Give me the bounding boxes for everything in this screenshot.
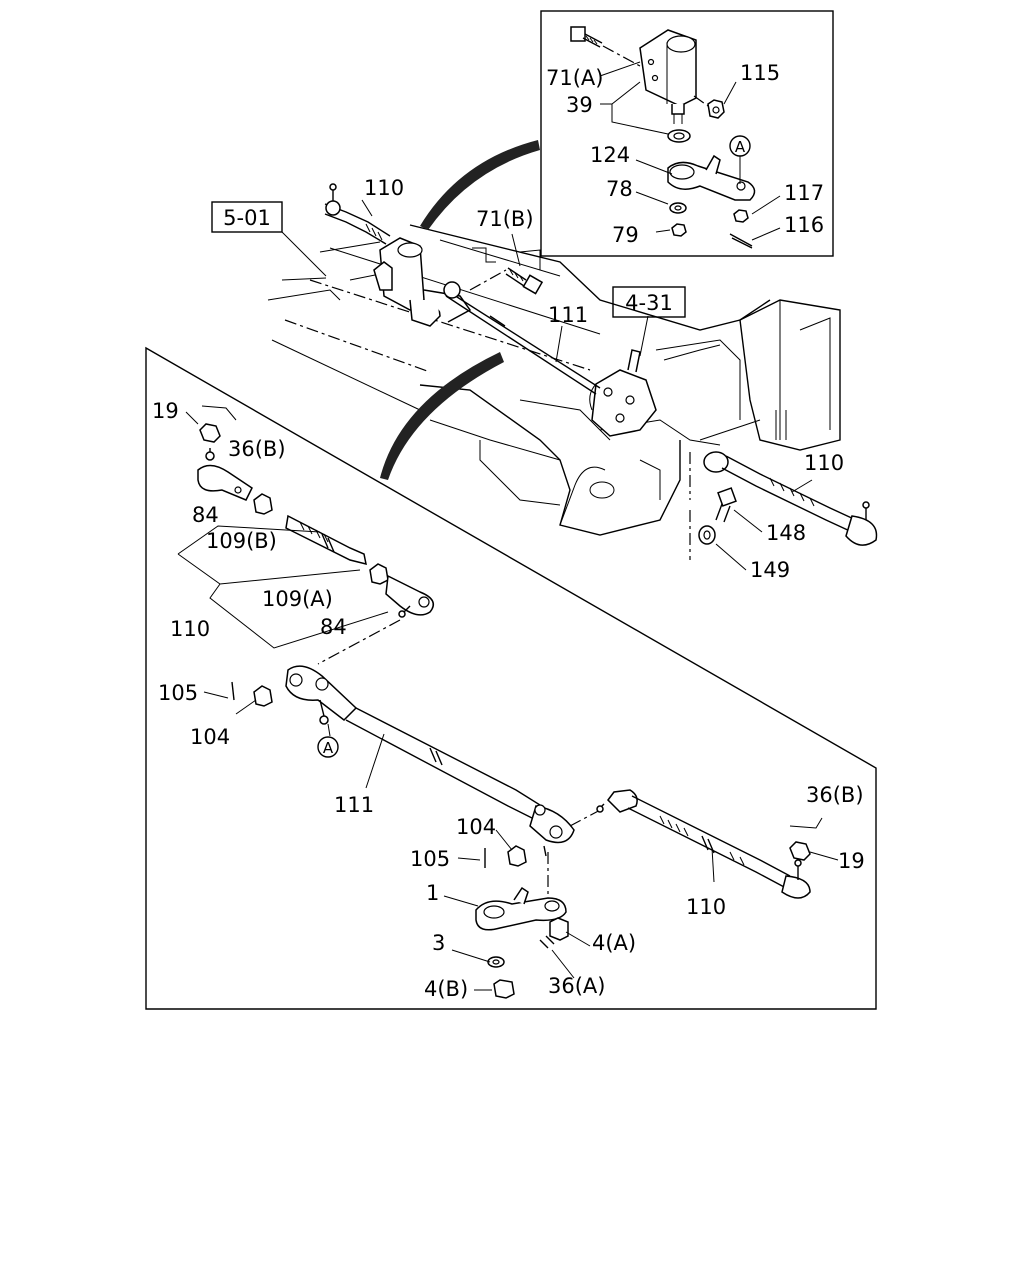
ref-4-31-box: 4-31 — [612, 286, 686, 318]
label-19-left: 19 — [152, 399, 179, 423]
label-71b: 71(B) — [476, 207, 534, 231]
bolt-71b — [469, 267, 544, 295]
drag-link-lower — [285, 665, 575, 857]
label-1: 1 — [426, 881, 439, 905]
label-110-left: 110 — [170, 617, 210, 641]
zoom-arc-middle — [380, 352, 504, 480]
label-115: 115 — [740, 61, 780, 85]
marker-a-inset: A — [729, 135, 751, 157]
inset-panel — [540, 10, 834, 257]
label-36b-left: 36(B) — [228, 437, 286, 461]
ref-5-01-label: 5-01 — [223, 206, 271, 230]
label-4b: 4(B) — [424, 977, 468, 1001]
label-3: 3 — [432, 931, 445, 955]
ref-5-01-box: 5-01 — [211, 201, 283, 233]
label-36b-right: 36(B) — [806, 783, 864, 807]
part-labels: 110 71(B) 111 110 148 149 71(A) 115 39 1… — [152, 61, 865, 1001]
tie-rod-lower-right — [596, 789, 823, 899]
lower-detail-panel — [145, 346, 877, 1010]
label-104-mid: 104 — [456, 815, 496, 839]
drag-link-upper — [443, 281, 601, 395]
marker-a-lower: A — [317, 736, 339, 758]
tie-rod-assembly-left — [197, 405, 435, 618]
label-19-right: 19 — [838, 849, 865, 873]
idler-bracket-upper — [373, 237, 472, 327]
label-116: 116 — [784, 213, 824, 237]
label-111-bottom: 111 — [334, 793, 374, 817]
label-109a: 109(A) — [262, 587, 333, 611]
label-105-mid: 105 — [410, 847, 450, 871]
label-84-top: 84 — [192, 503, 219, 527]
nut-115 — [707, 99, 725, 119]
label-79: 79 — [612, 223, 639, 247]
label-4a: 4(A) — [592, 931, 636, 955]
zoom-arc-top — [420, 140, 540, 230]
label-39: 39 — [566, 93, 593, 117]
label-124: 124 — [590, 143, 630, 167]
label-36a: 36(A) — [548, 974, 605, 998]
steering-gear-box — [589, 349, 657, 437]
bolt-71a — [570, 26, 641, 67]
label-104-left: 104 — [190, 725, 230, 749]
label-78: 78 — [606, 177, 633, 201]
marker-a-lower-text: A — [323, 739, 334, 757]
label-110-top: 110 — [364, 176, 404, 200]
label-105-left: 105 — [158, 681, 198, 705]
label-110-bottom: 110 — [686, 895, 726, 919]
marker-a-inset-text: A — [735, 138, 746, 156]
bolt-148 — [715, 487, 737, 523]
label-71a: 71(A) — [546, 66, 603, 90]
tie-rod-top-left — [324, 183, 391, 245]
label-117: 117 — [784, 181, 824, 205]
label-148: 148 — [766, 521, 806, 545]
leader-lines — [185, 61, 839, 991]
pitman-arm-1 — [475, 852, 567, 931]
label-149: 149 — [750, 558, 790, 582]
ref-4-31-label: 4-31 — [625, 291, 673, 315]
label-84-bottom: 84 — [320, 615, 347, 639]
label-111-top: 111 — [548, 303, 588, 327]
idler-bracket-39 — [639, 29, 697, 124]
label-109b: 109(B) — [206, 529, 277, 553]
chassis-frame — [267, 224, 841, 536]
label-110-right: 110 — [804, 451, 844, 475]
tie-rod-right — [689, 451, 878, 560]
idler-arm-124 — [667, 154, 756, 201]
